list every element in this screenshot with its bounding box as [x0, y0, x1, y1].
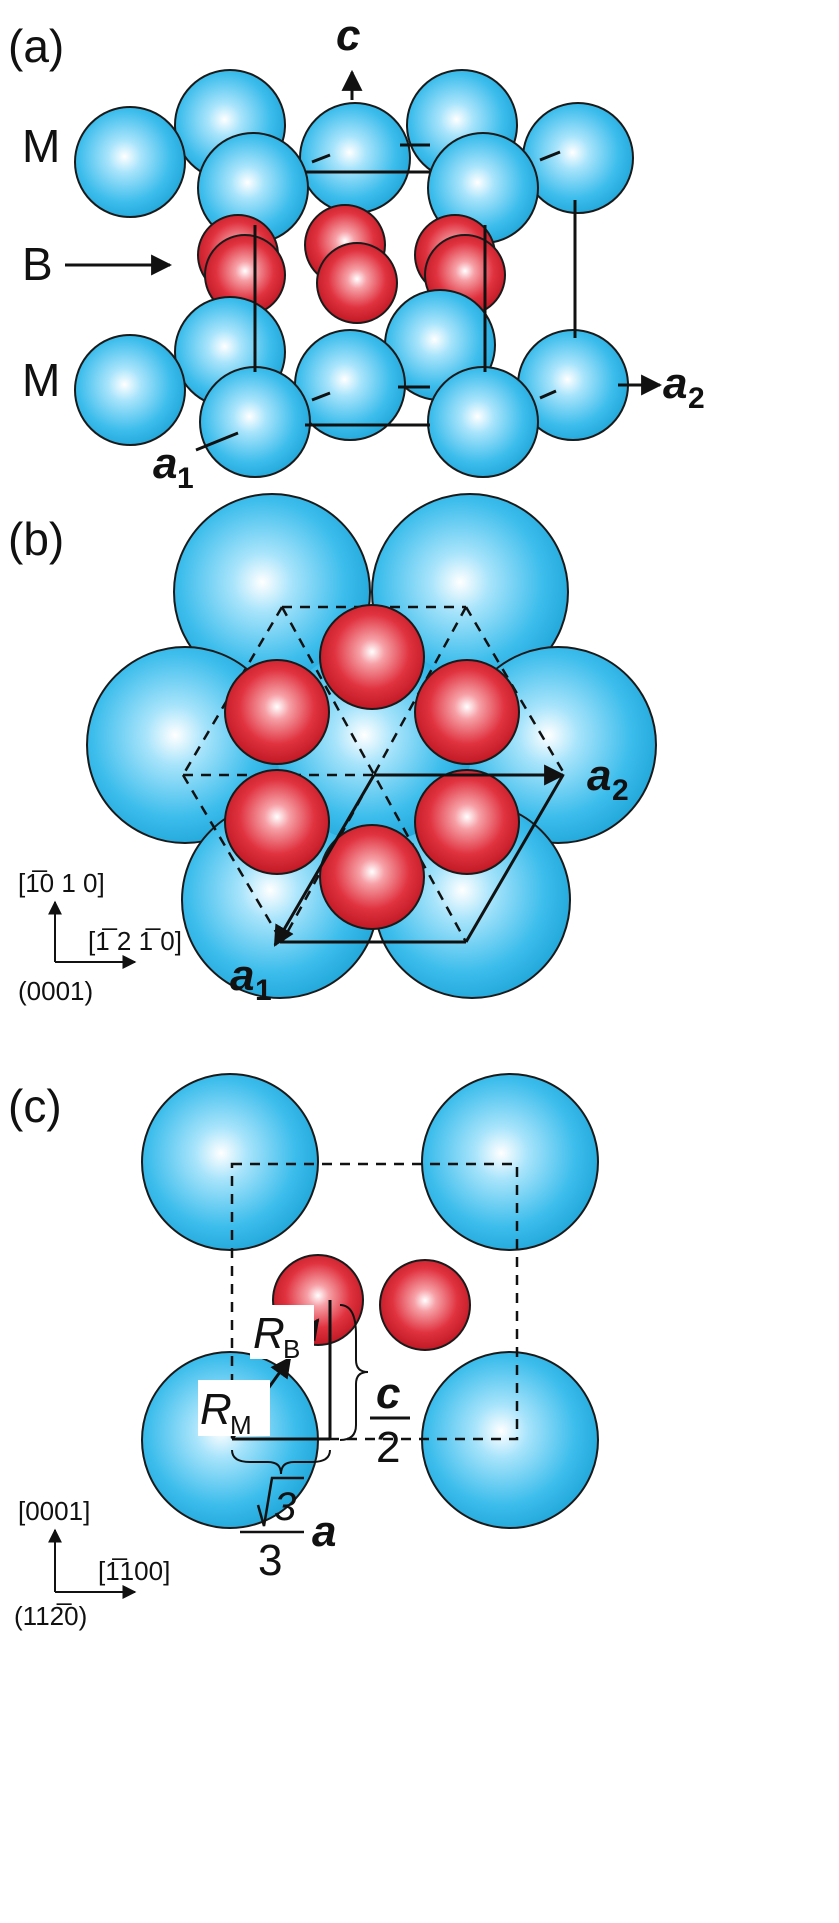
boron-layer-label: B [22, 238, 53, 290]
metal-layer-label-bottom: M [22, 354, 60, 406]
boron-atom [414, 659, 520, 765]
r-m-label: R [200, 1385, 232, 1434]
panel-b: (b) [8, 493, 657, 1007]
boron-atom [379, 1259, 471, 1351]
metal-atom [522, 102, 634, 214]
panel-c-metal-atoms [141, 1073, 599, 1529]
direction-up-label: [0001] [18, 1496, 90, 1526]
axis-a1-label: a [230, 951, 254, 1000]
panel-b-unit-cell [273, 764, 566, 947]
axis-a2-label: a [587, 751, 611, 800]
boron-atom [319, 604, 425, 710]
metal-atom [421, 1073, 599, 1251]
sqrt-argument: 3 [274, 1485, 296, 1529]
plane-label: (0001) [18, 976, 93, 1006]
panel-a-lower-metal-layer [74, 289, 629, 478]
metal-atom [141, 1073, 319, 1251]
axis-a1-subscript: 1 [177, 462, 194, 495]
panel-a-label: (a) [8, 20, 64, 72]
half-c-denominator: 2 [376, 1423, 400, 1472]
direction-up-label: [1̅0 1 0] [18, 868, 105, 898]
panel-c-dashed-cell [230, 1162, 519, 1441]
a1-axis-arrow [273, 774, 376, 947]
boron-atom [414, 769, 520, 875]
sqrt-sign [256, 1476, 304, 1527]
a1-axis-line [195, 431, 239, 452]
panel-a-upper-metal-layer [74, 69, 634, 244]
half-c-numerator: c [376, 1369, 400, 1418]
panel-c-orientation-axes [48, 1528, 137, 1599]
metal-atom [199, 366, 311, 478]
boron-atom [224, 769, 330, 875]
boron-atom [319, 824, 425, 930]
panel-c: (c) R B R M [8, 1073, 599, 1631]
panel-a-cell-edges [65, 200, 663, 452]
metal-atom [427, 366, 539, 478]
direction-right-label: [1̅ 2 1̅ 0] [88, 926, 182, 956]
r-b-label: R [253, 1309, 285, 1358]
axis-a2-subscript: 2 [688, 382, 705, 415]
r-b-label-bg [250, 1305, 314, 1359]
panel-b-boron-atoms [224, 604, 520, 930]
r-m-subscript: M [230, 1410, 252, 1440]
plane-label: (112̅0) [14, 1601, 87, 1631]
lattice-a-label: a [312, 1507, 336, 1556]
metal-layer-label-top: M [22, 120, 60, 172]
half-c-brace [339, 1304, 369, 1441]
axis-a1-subscript: 1 [255, 974, 272, 1007]
panel-b-label: (b) [8, 513, 64, 565]
metal-atom [299, 102, 411, 214]
panel-a-top-cell-edges [305, 69, 561, 174]
direction-right-label: [1̅100] [98, 1556, 170, 1586]
panel-b-orientation-axes [48, 900, 137, 969]
r-b-subscript: B [283, 1334, 300, 1364]
panel-a: (a) [8, 11, 705, 495]
panel-a-boron-layer [197, 204, 506, 324]
axis-c-label: c [336, 11, 360, 60]
boron-atom [224, 659, 330, 765]
boron-atom [316, 242, 398, 324]
metal-atom [74, 106, 186, 218]
fraction-denominator: 3 [258, 1536, 282, 1585]
axis-a2-label: a [663, 359, 687, 408]
axis-a1-label: a [153, 439, 177, 488]
metal-atom [74, 334, 186, 446]
axis-a2-subscript: 2 [612, 774, 629, 807]
sqrt3-brace [231, 1449, 331, 1475]
r-m-label-bg [198, 1380, 270, 1436]
panel-c-label: (c) [8, 1080, 62, 1132]
